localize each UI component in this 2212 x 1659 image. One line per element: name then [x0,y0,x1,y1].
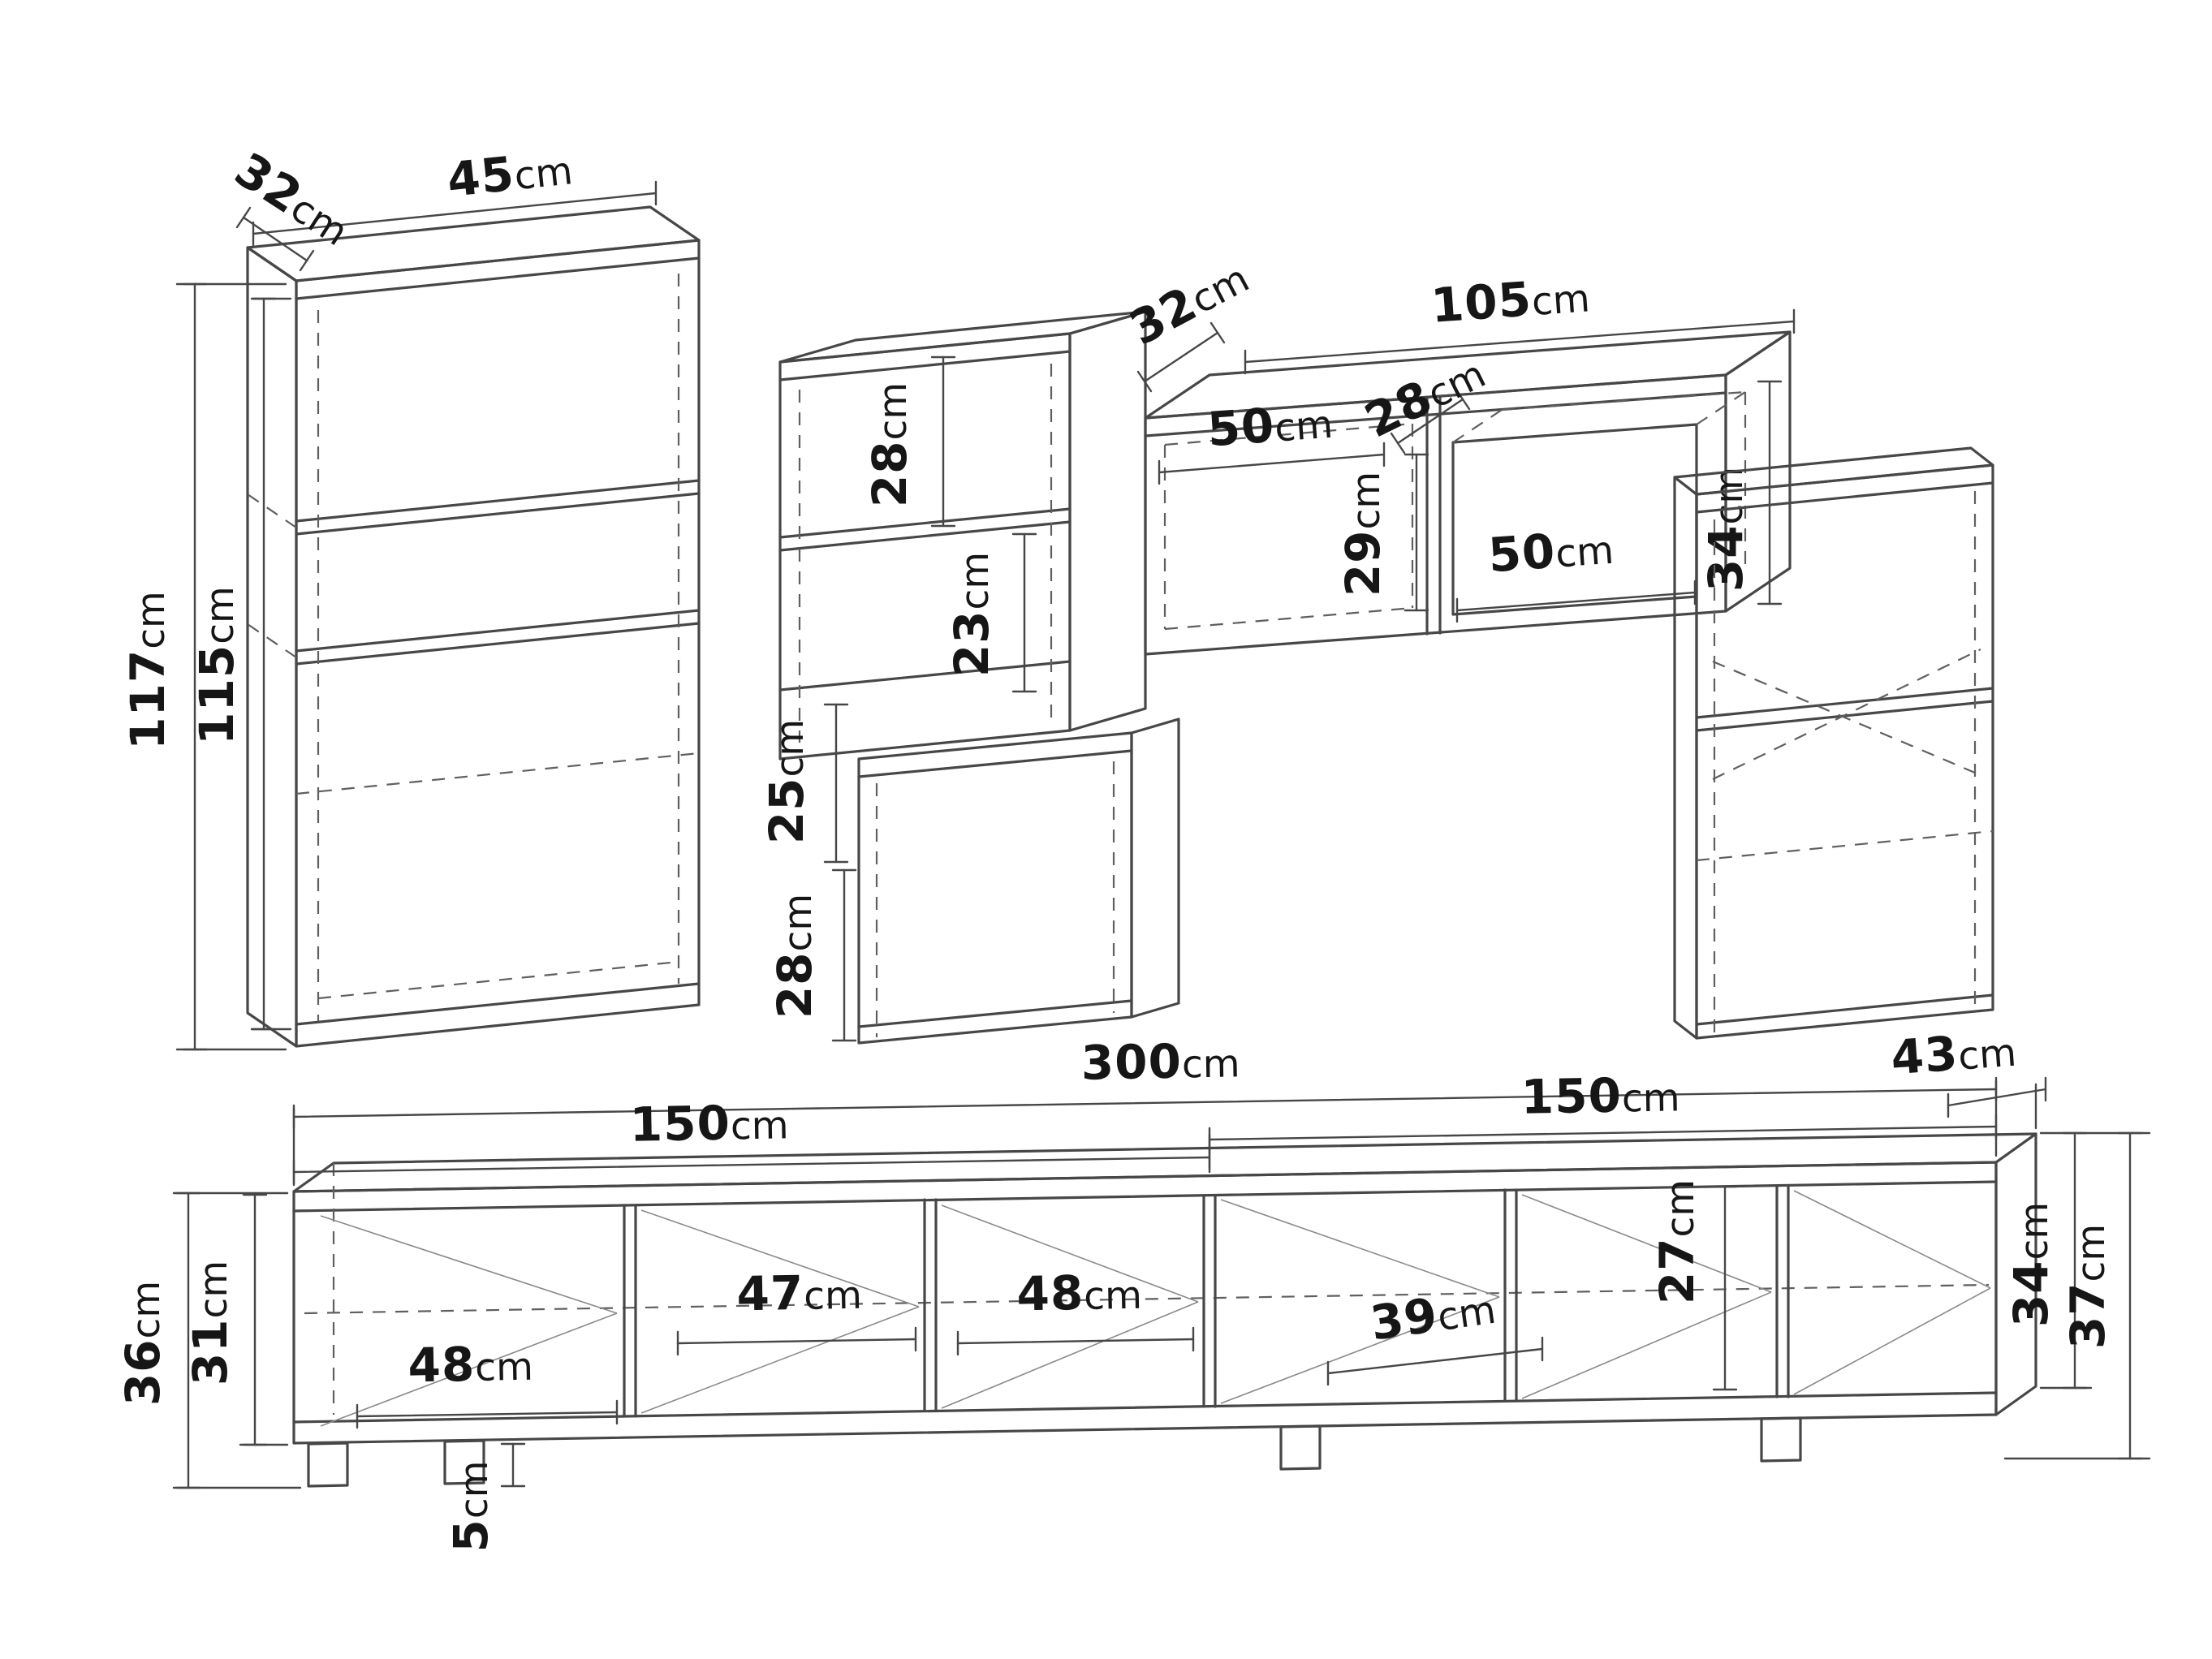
door-swing-marks [320,1190,1991,1427]
dim-left-inner-height: 115cm [189,586,244,745]
tv-stand-front-face [292,1161,1998,1445]
dim-stand-left-half: 150cm [629,1094,789,1152]
top-cabinet-opening [1451,423,1698,616]
top-cabinet-dimensions: 32cm 105cm 50cm 28cm 29cm 50cm 34cm [1121,248,1796,623]
right-cabinet-front-face [1695,463,1994,1040]
tv-stand-top-face [292,1132,2037,1193]
dim-stand-compartment-4: 39cm [1367,1279,1498,1351]
dim-stand-compartment-2: 47cm [736,1265,863,1322]
dim-top-opening-height: 29cm [1335,472,1391,597]
dim-stand-right-body-height: 34cm [2003,1202,2059,1327]
tv-stand-body [292,1132,2037,1488]
dim-left-height: 117cm [120,591,175,750]
dim-stand-left-body-height: 31cm [183,1260,238,1385]
middle-cabinet-body [778,310,1180,1045]
dim-stand-compartment-3: 48cm [1016,1265,1143,1322]
dim-stand-total-width: 300cm [1080,1032,1240,1090]
dim-stand-right-half: 150cm [1520,1066,1680,1124]
top-cabinet: 32cm 105cm 50cm 28cm 29cm 50cm 34cm [1121,248,1796,656]
left-cabinet-front-face [295,239,701,1048]
top-cabinet-end-face [1724,330,1792,613]
dim-stand-depth: 43cm [1889,1022,2018,1086]
right-cabinet [1673,446,1994,1040]
dim-stand-leg-height: 5cm [443,1461,498,1553]
dim-top-left-section: 50cm [1205,394,1335,458]
left-cabinet-body [246,205,701,1048]
dim-top-width: 105cm [1429,267,1592,333]
dim-left-depth: 32cm [226,142,360,256]
dim-stand-compartment-1: 48cm [407,1336,534,1394]
tv-stand-dimensions: 300cm 150cm 150cm 43cm 37cm 34cm 27cm 36… [115,1022,2151,1553]
dim-top-opening-width: 50cm [1486,519,1615,584]
middle-cabinet-dimensions: 28cm 23cm 25cm 28cm [759,356,1037,1042]
dim-mid-lower-height: 28cm [767,894,822,1019]
middle-lower-side-face [1130,717,1180,1019]
middle-cabinet: 28cm 23cm 25cm 28cm [759,310,1180,1045]
dim-top-end-height: 34cm [1698,467,1753,592]
right-cabinet-body [1673,446,1994,1040]
left-cabinet: 32cm 45cm 117cm 115cm [120,140,701,1051]
tv-stand: 300cm 150cm 150cm 43cm 37cm 34cm 27cm 36… [115,1022,2151,1553]
dim-stand-opening-height: 27cm [1649,1179,1705,1304]
middle-upper-side-face [1068,310,1147,732]
tv-stand-end-face [1994,1132,2037,1416]
dim-stand-left-total-height: 36cm [115,1281,170,1406]
dim-mid-shelf-height: 23cm [944,552,999,677]
right-cabinet-side-face [1673,476,1698,1040]
middle-lower-front-face [857,731,1133,1045]
left-cabinet-dimensions: 32cm 45cm 117cm 115cm [120,140,658,1051]
dim-mid-lower-upper-height: 25cm [759,719,814,844]
dim-stand-right-total-height: 37cm [2060,1224,2115,1349]
left-cabinet-side-face [246,246,298,1048]
dim-mid-upper-height: 28cm [862,382,917,507]
tv-stand-feet [307,1416,1802,1488]
middle-upper-top-face [778,310,1147,364]
dim-left-width: 45cm [445,140,576,208]
dim-top-depth: 32cm [1121,248,1257,356]
